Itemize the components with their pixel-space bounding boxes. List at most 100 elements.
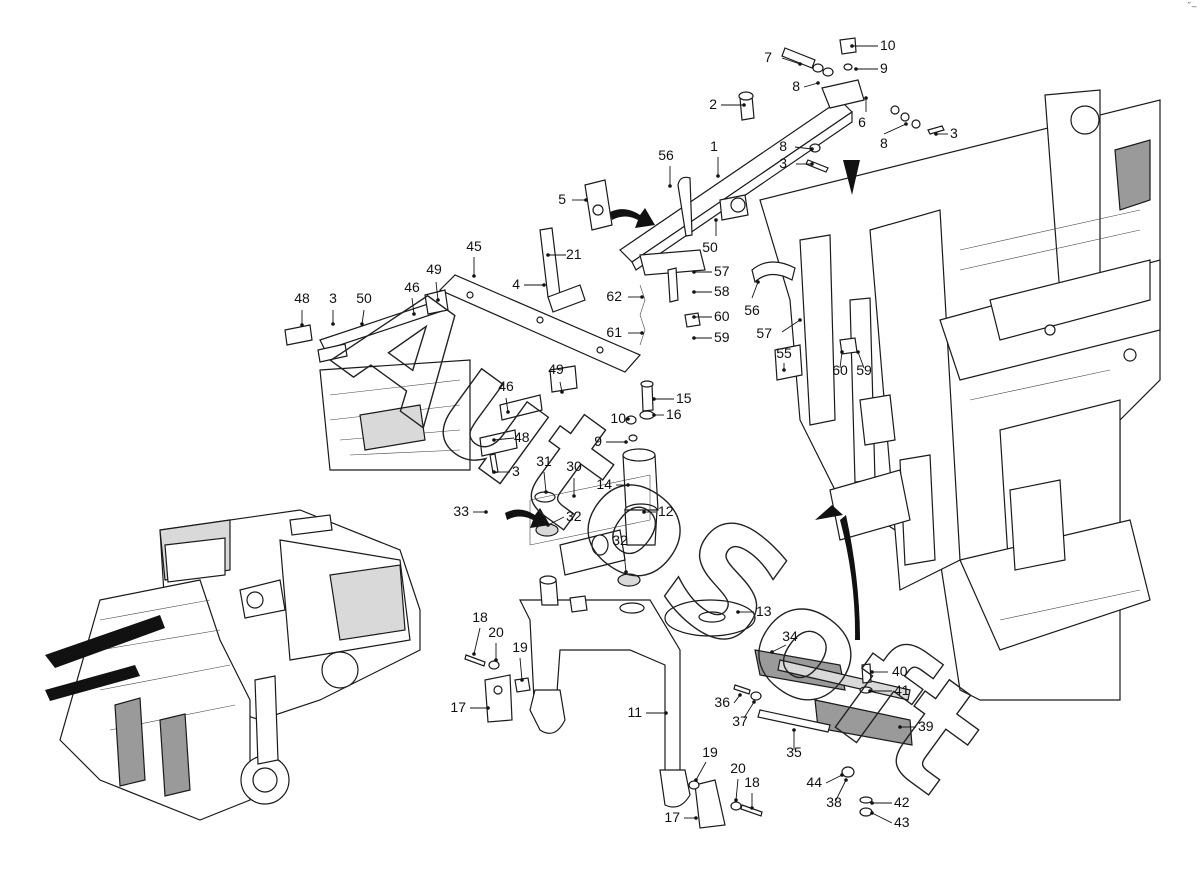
callout-dot: [734, 798, 738, 802]
callout-dot: [624, 570, 628, 574]
callout-c57b: 57: [756, 318, 802, 341]
callout-number: 37: [732, 713, 748, 729]
callout-dot: [868, 689, 872, 693]
callout-dot: [624, 440, 628, 444]
callout-leader-line: [547, 516, 565, 526]
callout-number: 21: [566, 246, 582, 262]
callout-dot: [810, 147, 814, 151]
callout-leader-line: [825, 774, 843, 784]
callout-leader-line: [493, 437, 515, 441]
callout-dot: [782, 368, 786, 372]
callout-dot: [642, 510, 646, 514]
callout-c58: 58: [692, 283, 730, 299]
callout-number: 46: [404, 279, 420, 295]
callout-number: 8: [792, 78, 800, 94]
callout-leader-line: [771, 644, 787, 653]
callout-c30: 30: [566, 458, 582, 498]
callout-number: 33: [453, 503, 469, 519]
callout-dot: [546, 253, 550, 257]
callout-c8a: 8: [792, 78, 820, 94]
callout-number: 48: [294, 290, 310, 306]
callout-number: 43: [894, 814, 910, 830]
callout-number: 3: [512, 463, 520, 479]
callout-c41: 41: [868, 682, 910, 698]
callout-c19b: 19: [694, 744, 718, 782]
callout-c37: 37: [732, 700, 756, 729]
callout-c3a: 3: [934, 125, 958, 141]
callout-leader-line: [735, 778, 739, 801]
callout-leader-line: [751, 281, 759, 299]
callout-leader-line: [473, 627, 481, 655]
callout-c59a: 59: [692, 329, 730, 345]
thrust-ring-13: [664, 599, 756, 637]
callout-c60b: 60: [832, 350, 848, 378]
callout-c49b: 49: [548, 361, 564, 394]
callout-dot: [870, 811, 874, 815]
callout-leader-line: [883, 123, 907, 135]
callout-number: 55: [776, 345, 792, 361]
assembly-arrows: [505, 160, 860, 640]
callout-c36: 36: [714, 693, 742, 710]
mounting-plate-45: [284, 274, 641, 474]
callout-number: 3: [950, 125, 958, 141]
callout-leader-line: [505, 397, 509, 413]
callout-c61: 61: [606, 324, 644, 340]
callout-c3b: 3: [779, 155, 814, 171]
corner-mark: ˝‒: [1186, 2, 1197, 12]
callout-number: 13: [756, 603, 772, 619]
callout-dot: [546, 523, 550, 527]
callout-c17a: 17: [450, 699, 490, 715]
callout-dot: [494, 658, 498, 662]
callout-number: 59: [856, 362, 872, 378]
callout-dot: [756, 280, 760, 284]
callout-leader-line: [781, 319, 801, 333]
callout-leader-line: [871, 812, 893, 824]
machine-frame: [759, 89, 1161, 701]
callout-number: 18: [744, 774, 760, 790]
callout-leader-line: [803, 82, 819, 88]
callout-dot: [506, 410, 510, 414]
callout-c32a: 32: [546, 508, 582, 527]
callout-dot: [626, 483, 630, 487]
callout-c16: 16: [652, 406, 682, 422]
callout-c59b: 59: [856, 350, 872, 378]
callout-dot: [484, 510, 488, 514]
callout-c4: 4: [512, 276, 546, 292]
callout-number: 56: [658, 147, 674, 163]
callout-dot: [770, 650, 774, 654]
callout-number: 59: [714, 329, 730, 345]
callout-dot: [810, 162, 814, 166]
callout-number: 12: [658, 503, 674, 519]
callout-dot: [544, 490, 548, 494]
callout-leader-line: [695, 761, 707, 781]
upper-links: [539, 179, 858, 381]
callout-dot: [840, 773, 844, 777]
callout-dot: [850, 44, 854, 48]
callout-c42: 42: [870, 794, 910, 810]
callout-dot: [412, 312, 416, 316]
upper-beam: [619, 37, 945, 271]
callout-number: 31: [536, 453, 552, 469]
callout-c20a: 20: [488, 624, 504, 662]
callout-dot: [714, 218, 718, 222]
callout-leader-line: [623, 551, 627, 573]
callout-number: 11: [627, 704, 642, 720]
callout-c32b: 32: [612, 532, 628, 574]
callout-c9a: 9: [854, 60, 888, 76]
callout-number: 62: [606, 288, 622, 304]
callout-dot: [792, 728, 796, 732]
callout-number: 32: [566, 508, 582, 524]
callout-c7: 7: [764, 49, 802, 66]
callout-c45: 45: [466, 238, 482, 278]
callout-number: 8: [880, 135, 888, 151]
callout-leader-line: [411, 297, 415, 315]
callout-c6: 6: [858, 96, 868, 130]
callout-number: 3: [779, 155, 787, 171]
callout-leader-line: [361, 309, 365, 325]
callout-number: 16: [666, 406, 682, 422]
callout-c38: 38: [826, 778, 848, 810]
callout-c21: 21: [546, 246, 582, 262]
callout-dot: [750, 806, 754, 810]
callout-c60a: 60: [692, 308, 730, 324]
callout-dot: [854, 67, 858, 71]
